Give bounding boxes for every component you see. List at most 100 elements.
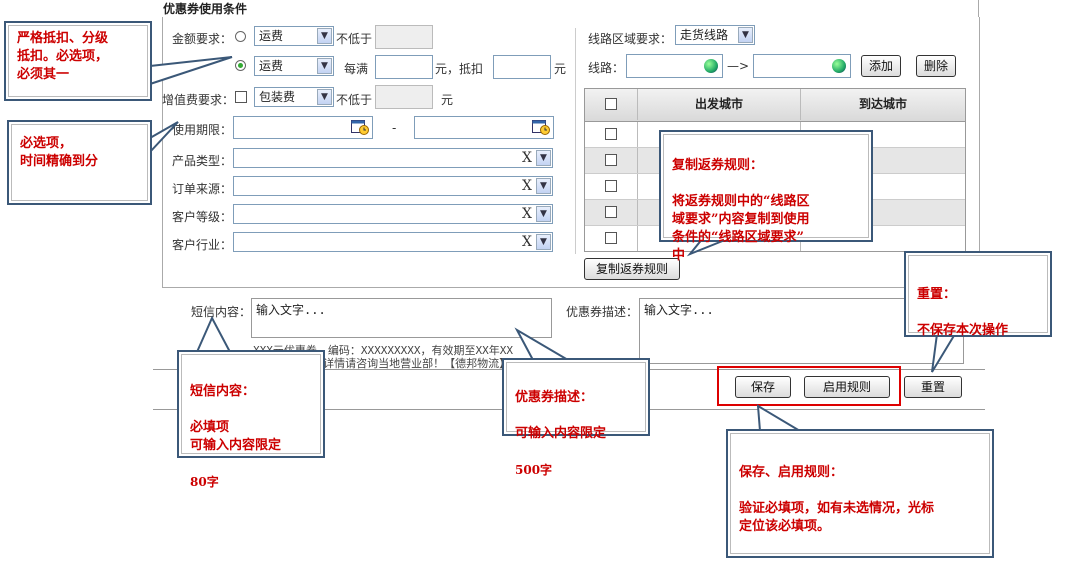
row-checkbox[interactable] bbox=[605, 206, 617, 218]
route-from-input[interactable] bbox=[626, 54, 723, 78]
amount-radio-2[interactable] bbox=[235, 60, 246, 71]
callout-sms-body: 必填项 可输入内容限定 bbox=[190, 420, 282, 453]
valueadd-yuan-label: 元 bbox=[441, 93, 454, 107]
callout-copy-rule-content: 复制返券规则： 将返券规则中的“线路区 域要求”内容复制到使用 条件的“线路区域… bbox=[663, 134, 869, 263]
calendar-icon[interactable] bbox=[532, 119, 550, 135]
coupon-desc-label: 优惠券描述： bbox=[566, 305, 639, 319]
callout-period: 必选项， 时间精确到分 bbox=[7, 120, 152, 205]
chevron-down-icon[interactable]: ▼ bbox=[536, 150, 551, 166]
customer-industry-combo[interactable]: X ▼ bbox=[233, 232, 553, 252]
enable-rule-button[interactable]: 启用规则 bbox=[804, 376, 890, 398]
globe-search-icon[interactable] bbox=[832, 59, 846, 73]
callout-save-title: 保存、启用规则： bbox=[739, 465, 844, 480]
callout-reset: 重置： 不保存本次操作 bbox=[904, 251, 1052, 338]
clear-icon[interactable]: X bbox=[522, 150, 532, 166]
chevron-down-icon[interactable]: ▼ bbox=[536, 178, 551, 194]
min-amount-input[interactable] bbox=[375, 25, 433, 49]
valueadd-checkbox[interactable] bbox=[235, 91, 247, 103]
callout-sms-limit: 80字 bbox=[190, 475, 219, 489]
callout-deduct-text: 严格抵扣、分级 抵扣。必选项， 必须其一 bbox=[8, 25, 148, 97]
chevron-down-icon[interactable]: ▼ bbox=[536, 206, 551, 222]
product-type-combo[interactable]: X ▼ bbox=[233, 148, 553, 168]
section-title: 优惠券使用条件 bbox=[163, 2, 248, 16]
every-full-input[interactable] bbox=[375, 55, 433, 79]
order-source-label: 订单来源： bbox=[172, 182, 233, 196]
order-source-combo[interactable]: X ▼ bbox=[233, 176, 553, 196]
callout-save-body: 验证必填项，如有未选情况，光标 定位该必填项。 bbox=[739, 501, 935, 534]
copy-rule-button[interactable]: 复制返券规则 bbox=[584, 258, 680, 280]
amount-select-2-value: 运费 bbox=[259, 59, 284, 73]
chevron-down-icon[interactable]: ▼ bbox=[536, 234, 551, 250]
callout-sms-title: 短信内容： bbox=[190, 384, 256, 399]
callout-sms: 短信内容： 必填项 可输入内容限定 80字 bbox=[177, 350, 325, 489]
chevron-down-icon: ▼ bbox=[317, 89, 332, 105]
amount-select-2[interactable]: 运费 ▼ bbox=[254, 56, 334, 76]
sms-label: 短信内容： bbox=[191, 305, 252, 319]
callout-desc-content: 优惠券描述： 可输入内容限定 500字 bbox=[506, 362, 646, 477]
callout-reset-title: 重置： bbox=[917, 287, 957, 302]
callout-desc-limit: 500字 bbox=[515, 463, 553, 477]
every-full-label: 每满 bbox=[344, 62, 369, 76]
region-select-value: 走货线路 bbox=[680, 28, 729, 42]
callout-save: 保存、启用规则： 验证必填项，如有未选情况，光标 定位该必填项。 bbox=[726, 429, 994, 558]
yuan-label: 元 bbox=[554, 62, 567, 76]
column-divider bbox=[575, 28, 576, 254]
valueadd-not-less-label: 不低于 bbox=[336, 93, 373, 107]
amount-radio-1[interactable] bbox=[235, 31, 246, 42]
row-checkbox[interactable] bbox=[605, 128, 617, 140]
route-to-input[interactable] bbox=[753, 54, 851, 78]
not-less-than-label: 不低于 bbox=[336, 32, 373, 46]
period-label: 使用期限： bbox=[172, 123, 233, 137]
highlight-box bbox=[717, 366, 901, 406]
callout-coupon-desc: 优惠券描述： 可输入内容限定 500字 bbox=[502, 358, 650, 477]
callout-reset-body: 不保存本次操作 bbox=[917, 323, 1009, 338]
deduct-input[interactable] bbox=[493, 55, 551, 79]
route-label: 线路： bbox=[588, 61, 625, 75]
reset-button[interactable]: 重置 bbox=[904, 376, 962, 398]
select-all-checkbox[interactable] bbox=[605, 98, 617, 110]
callout-desc-body: 可输入内容限定 bbox=[515, 426, 607, 441]
clear-icon[interactable]: X bbox=[522, 206, 532, 222]
divider bbox=[978, 0, 979, 18]
valueadd-select-value: 包装费 bbox=[259, 90, 296, 104]
customer-industry-label: 客户行业： bbox=[172, 238, 233, 252]
chevron-down-icon: ▼ bbox=[317, 28, 332, 44]
chevron-down-icon: ▼ bbox=[738, 27, 753, 43]
column-header-to: 到达城市 bbox=[858, 97, 907, 111]
region-label: 线路区域要求： bbox=[588, 32, 673, 46]
sms-textarea[interactable]: 输入文字... bbox=[251, 298, 552, 338]
save-button[interactable]: 保存 bbox=[735, 376, 791, 398]
amount-label: 金额要求： bbox=[172, 32, 233, 46]
period-start-input[interactable] bbox=[233, 116, 373, 139]
row-checkbox[interactable] bbox=[605, 154, 617, 166]
row-checkbox[interactable] bbox=[605, 180, 617, 192]
table-header: 出发城市 到达城市 bbox=[585, 89, 965, 122]
row-checkbox[interactable] bbox=[605, 232, 617, 244]
callout-save-content: 保存、启用规则： 验证必填项，如有未选情况，光标 定位该必填项。 bbox=[730, 433, 990, 554]
amount-select-1[interactable]: 运费 ▼ bbox=[254, 26, 334, 46]
period-dash: - bbox=[392, 121, 397, 135]
clear-icon[interactable]: X bbox=[522, 178, 532, 194]
globe-search-icon[interactable] bbox=[704, 59, 718, 73]
period-end-input[interactable] bbox=[414, 116, 554, 139]
add-route-button[interactable]: 添加 bbox=[861, 55, 901, 77]
customer-level-label: 客户等级： bbox=[172, 210, 233, 224]
column-header-from: 出发城市 bbox=[638, 89, 801, 120]
deduct-label: 元，抵扣 bbox=[435, 62, 484, 76]
region-select[interactable]: 走货线路 ▼ bbox=[675, 25, 755, 45]
clear-icon[interactable]: X bbox=[522, 234, 532, 250]
amount-select-1-value: 运费 bbox=[259, 29, 284, 43]
chevron-down-icon: ▼ bbox=[317, 58, 332, 74]
callout-period-text: 必选项， 时间精确到分 bbox=[11, 124, 148, 201]
valueadd-min-input[interactable] bbox=[375, 85, 433, 109]
callout-sms-content: 短信内容： 必填项 可输入内容限定 80字 bbox=[181, 354, 321, 489]
callout-copy-body: 将返券规则中的“线路区 域要求”内容复制到使用 条件的“线路区域要求” 中 bbox=[672, 194, 810, 263]
delete-route-button[interactable]: 删除 bbox=[916, 55, 956, 77]
customer-level-combo[interactable]: X ▼ bbox=[233, 204, 553, 224]
valueadd-label: 增值费要求： bbox=[162, 93, 235, 107]
callout-deduct: 严格抵扣、分级 抵扣。必选项， 必须其一 bbox=[4, 21, 152, 101]
callout-desc-title: 优惠券描述： bbox=[515, 390, 594, 405]
valueadd-select[interactable]: 包装费 ▼ bbox=[254, 87, 334, 107]
calendar-icon[interactable] bbox=[351, 119, 369, 135]
